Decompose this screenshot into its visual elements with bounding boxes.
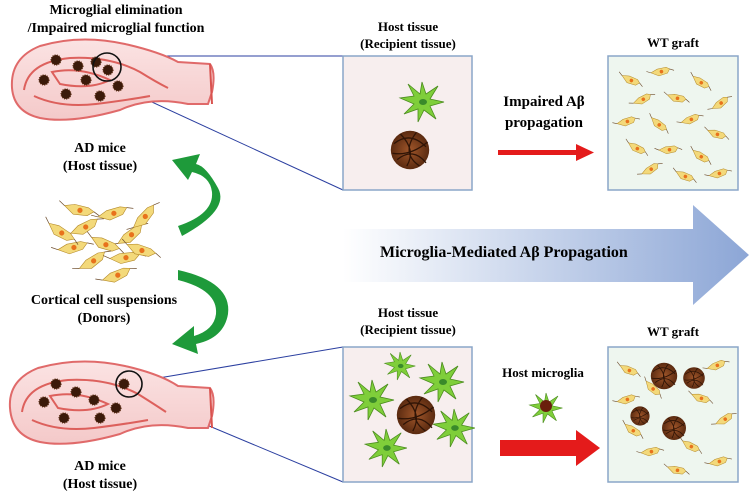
host-microglia-label: Host microglia xyxy=(502,365,584,380)
connector-line-bottom-upper xyxy=(134,346,344,383)
donor-cell-cluster xyxy=(39,196,164,290)
host-tissue-top-line1: Host tissue xyxy=(377,19,439,34)
cortical-line1: Cortical cell suspensions xyxy=(30,293,178,308)
ad-mice-top-line1: AD mice xyxy=(74,141,126,156)
impaired-line1: Impaired Aβ xyxy=(503,94,585,110)
ad-mice-bottom-line1: AD mice xyxy=(74,459,126,474)
host-tissue-bottom-label: Host tissue (Recipient tissue) xyxy=(343,304,473,338)
host-panel-top xyxy=(342,55,473,191)
impaired-propagation-label: Impaired Aβ propagation xyxy=(484,92,604,134)
ad-mice-bottom-line2: (Host tissue) xyxy=(62,477,138,492)
banner-arrow xyxy=(343,205,749,305)
host-tissue-bottom-line1: Host tissue xyxy=(377,305,439,320)
ad-mice-bottom-label: AD mice (Host tissue) xyxy=(40,458,160,494)
host-tissue-top-label: Host tissue (Recipient tissue) xyxy=(343,18,473,52)
wt-graft-top-label: WT graft xyxy=(646,35,700,50)
red-arrow-top xyxy=(498,144,594,161)
brain-slice-top xyxy=(10,38,215,121)
host-panel-bottom xyxy=(342,346,473,483)
microglial-elimination-line2: /Impaired microglial function xyxy=(27,21,205,36)
wt-graft-bottom-label: WT graft xyxy=(646,324,700,339)
cortical-line2: (Donors) xyxy=(77,311,131,326)
impaired-line2: propagation xyxy=(504,115,584,131)
microglial-elimination-line1: Microglial elimination xyxy=(49,3,183,18)
host-tissue-top-line2: (Recipient tissue) xyxy=(360,36,456,51)
ad-mice-top-line2: (Host tissue) xyxy=(62,159,138,174)
banner-label: Microglia-Mediated Aβ Propagation xyxy=(380,244,628,261)
ad-mice-top-label: AD mice (Host tissue) xyxy=(40,140,160,176)
cortical-cell-suspensions-label: Cortical cell suspensions (Donors) xyxy=(4,292,204,328)
host-microglia-icon xyxy=(529,392,563,424)
red-arrow-bottom xyxy=(500,430,600,466)
host-tissue-bottom-line2: (Recipient tissue) xyxy=(360,322,456,337)
green-arrow-up xyxy=(172,154,221,236)
green-arrow-down xyxy=(172,270,229,354)
brain-slice-bottom xyxy=(8,360,215,445)
microglial-elimination-label: Microglial elimination /Impaired microgl… xyxy=(8,2,224,38)
